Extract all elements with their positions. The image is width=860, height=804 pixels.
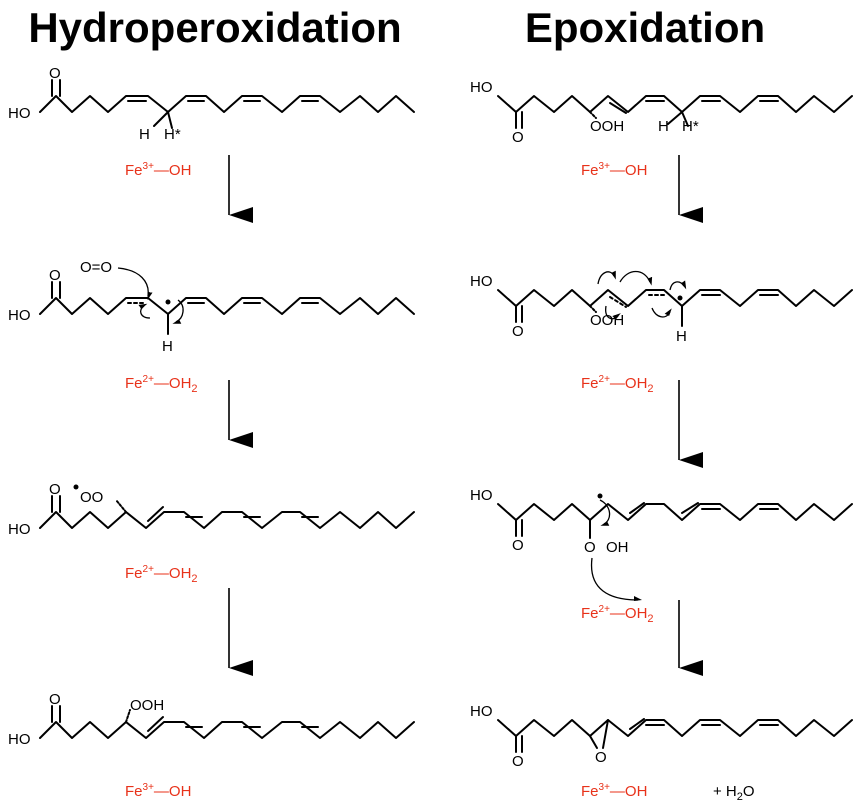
atom-oh: OH (606, 539, 629, 556)
svg-text:Fe2+—OH2: Fe2+—OH2 (581, 604, 654, 625)
svg-text:Fe3+—OH: Fe3+—OH (581, 161, 647, 179)
reagent-fe2-oh2: Fe2+—OH2 (581, 374, 654, 395)
atom-ho: HO (8, 731, 31, 748)
atom-h-star: H* (164, 126, 181, 143)
reagent-fe3-oh: Fe3+—OH (581, 161, 647, 179)
reagent-fe2-oh2: Fe2+—OH2 (581, 604, 654, 625)
atom-h-star: H* (682, 118, 699, 135)
svg-text:Fe3+—OH: Fe3+—OH (125, 782, 191, 800)
svg-text:Fe2+—OH2: Fe2+—OH2 (581, 374, 654, 395)
title-hydroperoxidation: Hydroperoxidation (28, 4, 402, 51)
molecule-peroxyl-radical: O HO OO (8, 481, 415, 538)
svg-text:+ H2O: + H2O (713, 783, 755, 803)
molecule-pentadienyl-radical: O HO H O=O (8, 259, 415, 355)
atom-h: H (162, 338, 173, 355)
reagent-fe3-oh: Fe3+—OH (581, 782, 647, 800)
byproduct-water: + H2O (713, 783, 755, 803)
atom-h: H (676, 328, 687, 345)
atom-o: O (512, 537, 524, 554)
reagent-fe3-oh: Fe3+—OH (125, 161, 191, 179)
atom-o: O (512, 323, 524, 340)
svg-text:Fe2+—OH2: Fe2+—OH2 (125, 564, 198, 585)
title-epoxidation: Epoxidation (524, 4, 766, 51)
molecule-alkoxyl-intermediate: HO O O OH (470, 487, 853, 601)
atom-dioxygen: O=O (80, 259, 112, 276)
molecule-arachidonic-acid: O HO H H* (8, 65, 415, 143)
atom-ho: HO (8, 307, 31, 324)
atom-o: O (49, 481, 61, 498)
atom-o: O (49, 691, 61, 708)
reagent-fe2-oh2: Fe2+—OH2 (125, 564, 198, 585)
atom-ho: HO (8, 521, 31, 538)
atom-o: O (49, 267, 61, 284)
atom-o: O (512, 753, 524, 770)
atom-ho: HO (470, 487, 493, 504)
molecule-hpete: HO O OOH H H* (470, 79, 853, 146)
molecule-epoxide: HO O O (470, 703, 853, 770)
atom-ho: HO (470, 703, 493, 720)
atom-ho: HO (8, 105, 31, 122)
atom-ho: HO (470, 273, 493, 290)
atom-peroxyl: OO (80, 489, 103, 506)
atom-epoxide-o: O (595, 749, 607, 766)
svg-text:Fe2+—OH2: Fe2+—OH2 (125, 374, 198, 395)
svg-text:Fe3+—OH: Fe3+—OH (125, 161, 191, 179)
atom-h: H (139, 126, 150, 143)
atom-ooh: OOH (130, 697, 164, 714)
atom-ooh: OOH (590, 118, 624, 135)
atom-o: O (512, 129, 524, 146)
molecule-hpete-radical: HO O OOH H (470, 270, 853, 345)
reagent-fe3-oh: Fe3+—OH (125, 782, 191, 800)
atom-h: H (658, 118, 669, 135)
atom-ho: HO (470, 79, 493, 96)
svg-text:Fe3+—OH: Fe3+—OH (581, 782, 647, 800)
reagent-fe2-oh2: Fe2+—OH2 (125, 374, 198, 395)
atom-o: O (49, 65, 61, 82)
atom-o-single: O (584, 539, 596, 556)
molecule-hydroperoxide: O HO OOH (8, 691, 415, 748)
